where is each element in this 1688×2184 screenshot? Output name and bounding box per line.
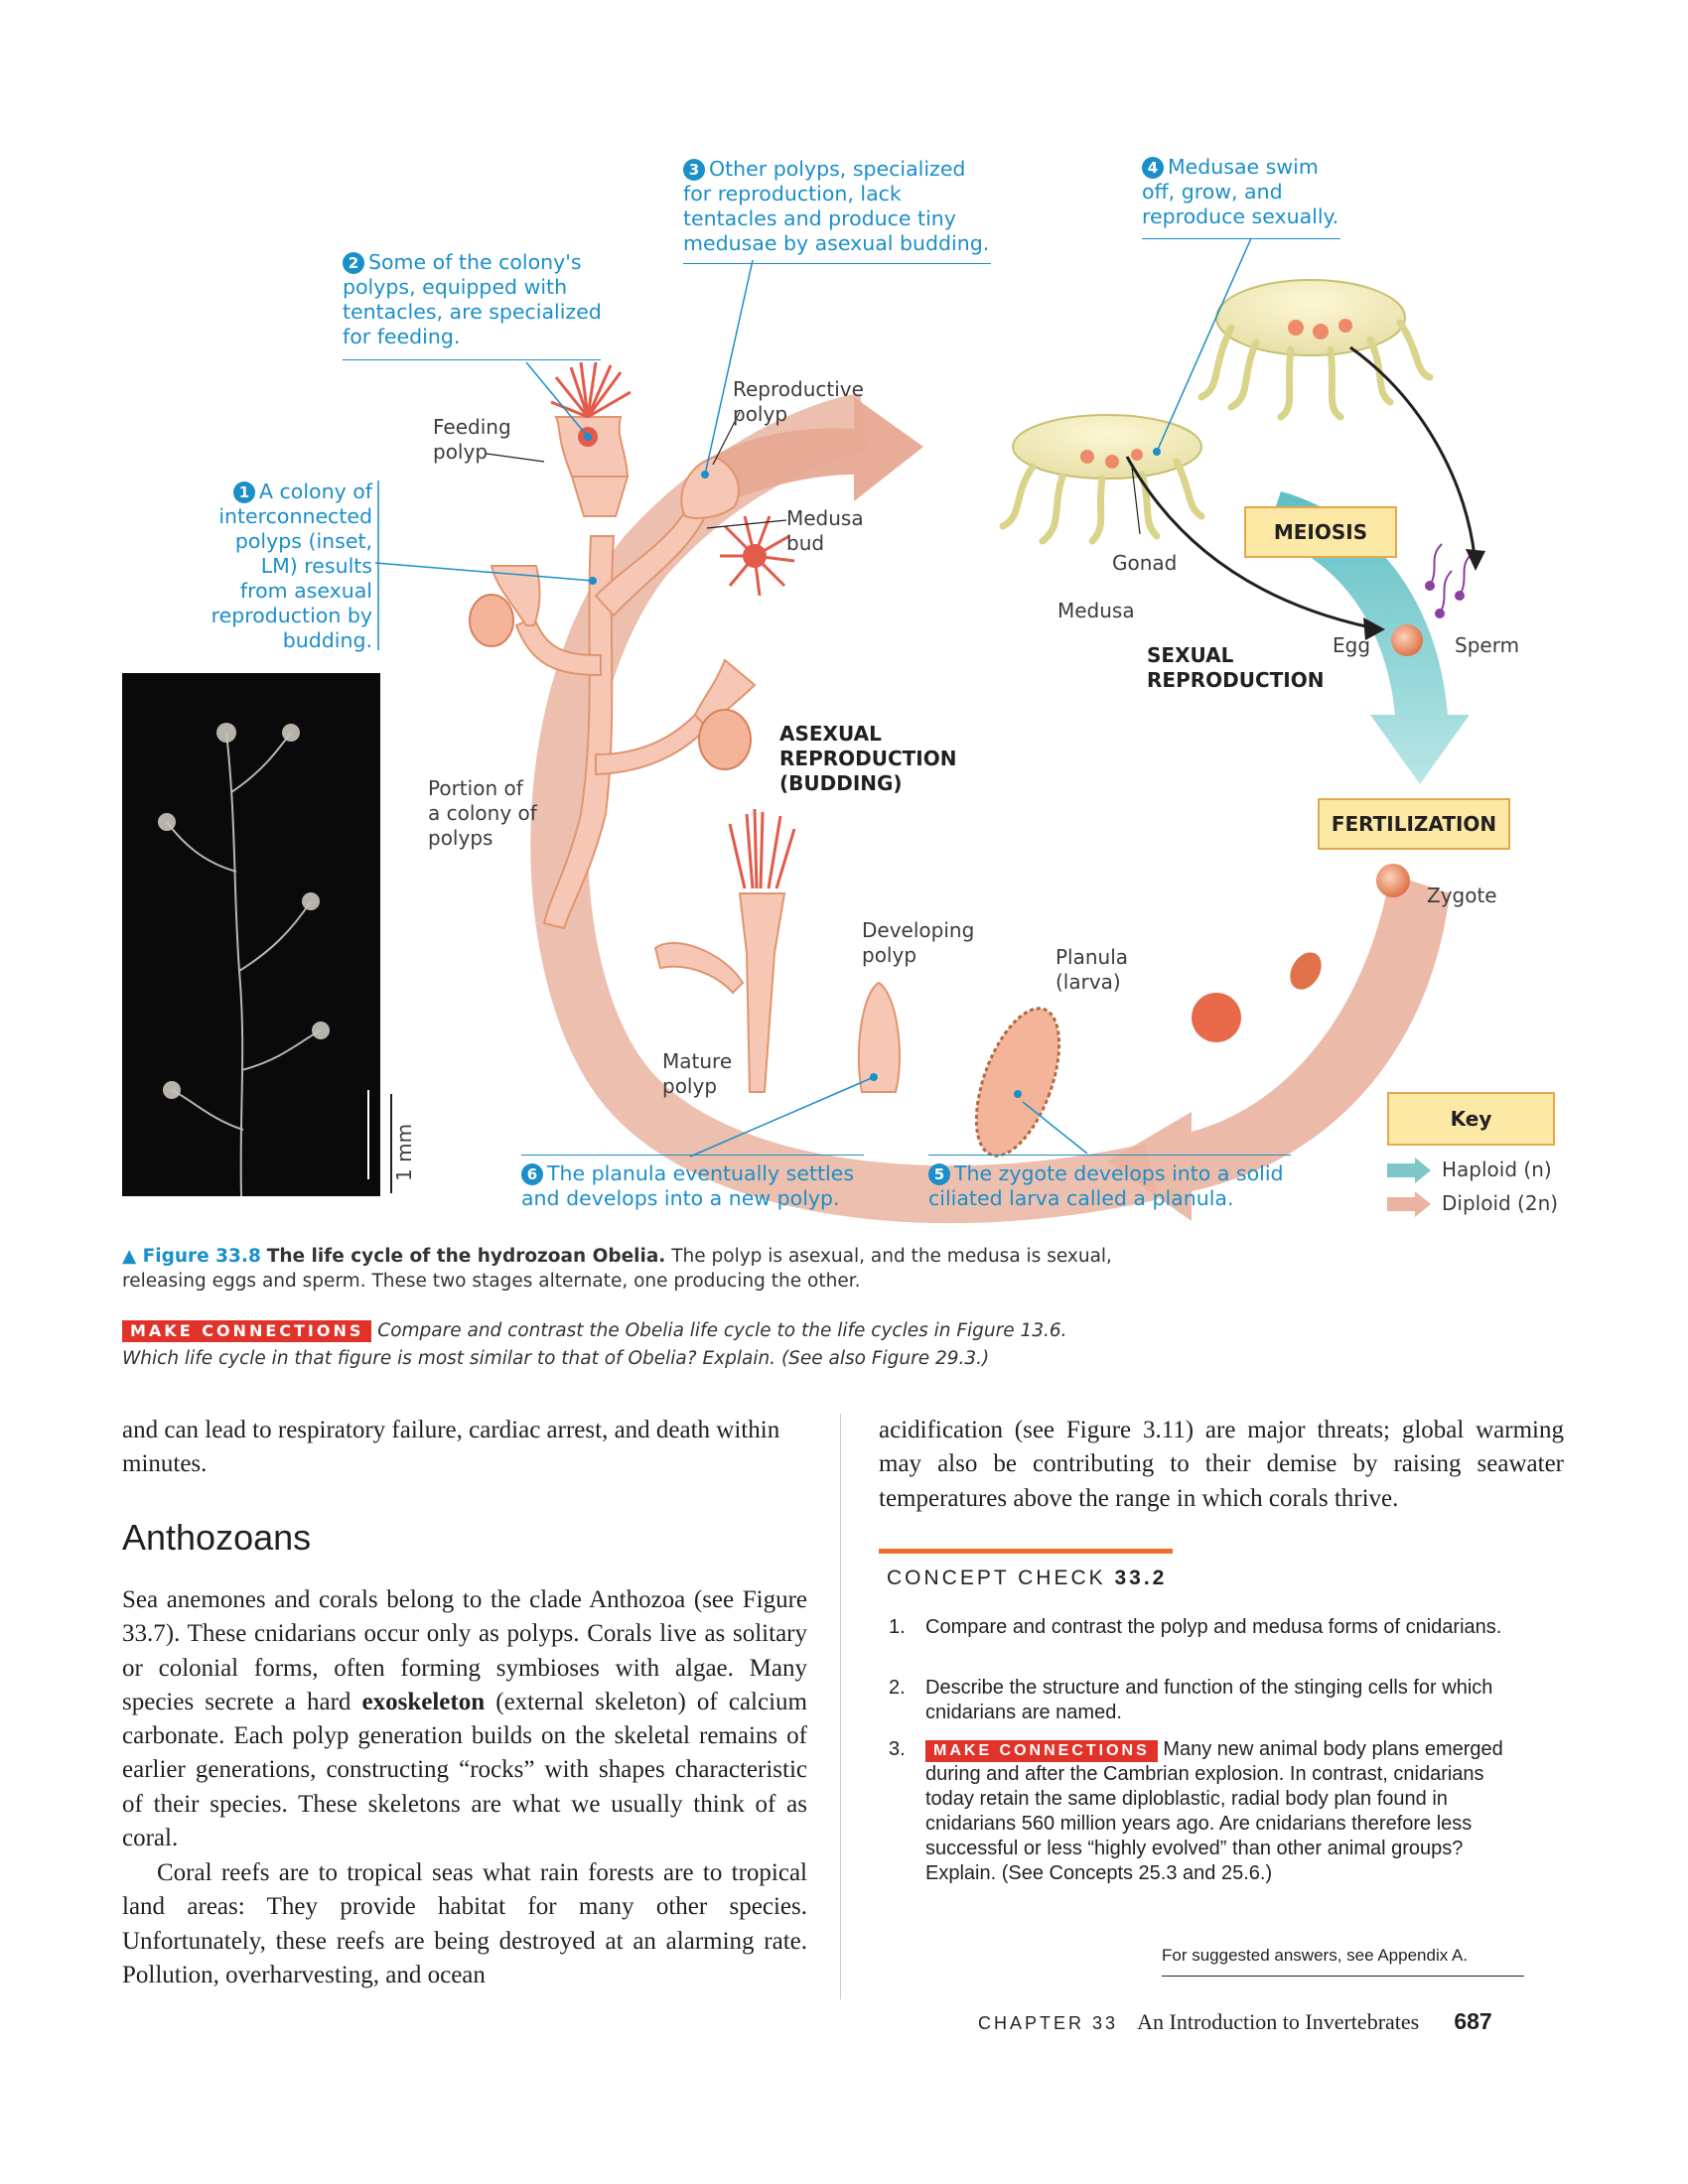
sperm <box>1425 543 1473 618</box>
step-6-text: The planula eventually settles and devel… <box>521 1161 855 1210</box>
step-2-text: Some of the colony's polyps, equipped wi… <box>343 250 602 348</box>
step-2-rule <box>343 359 601 360</box>
concept-check-bar <box>879 1549 1173 1554</box>
concept-check-label: CONCEPT CHECK <box>887 1567 1106 1589</box>
question-1-number: 1. <box>889 1616 906 1638</box>
p1-start: Sea anemones and corals belong to the cl… <box>122 1586 807 1715</box>
make-connections-caption: MAKE CONNECTIONS Compare and contrast th… <box>122 1317 1115 1373</box>
obelia-life-cycle-diagram <box>374 237 1485 1224</box>
medusa-top <box>1215 279 1406 356</box>
figure-caption-text: The polyp is asexual, and the medusa is … <box>122 1246 1112 1292</box>
label-developing-polyp: Developing polyp <box>862 918 975 967</box>
key-box: Key <box>1387 1092 1555 1146</box>
planula-larva <box>974 1007 1061 1158</box>
make-connections-tag: MAKE CONNECTIONS <box>122 1320 372 1342</box>
step-4-rule <box>1142 238 1340 239</box>
answers-rule <box>1162 1976 1524 1977</box>
label-sexual-reproduction: SEXUAL REPRODUCTION <box>1147 643 1325 692</box>
footer-chapter: CHAPTER 33 <box>978 2013 1119 2033</box>
scale-bar-box <box>390 1094 422 1193</box>
label-zygote: Zygote <box>1427 884 1497 907</box>
left-column-top-paragraph: and can lead to respiratory failure, car… <box>122 1417 780 1478</box>
key-diploid: Diploid (2n) <box>1442 1191 1559 1215</box>
step-5-text: The zygote develops into a solid ciliate… <box>928 1161 1284 1210</box>
label-asexual-reproduction: ASEXUAL REPRODUCTION (BUDDING) <box>779 722 957 795</box>
label-portion-colony: Portion of a colony of polyps <box>428 776 537 850</box>
figure-caption: ▲ Figure 33.8 The life cycle of the hydr… <box>122 1244 1115 1294</box>
label-reproductive-polyp: Reproductive polyp <box>733 377 864 426</box>
label-egg: Egg <box>1333 633 1371 657</box>
section-heading: Anthozoans <box>122 1517 312 1558</box>
p1-end: (external skeleton) of calcium carbonate… <box>122 1688 807 1852</box>
figure-title: The life cycle of the hydrozoan Obelia. <box>266 1246 666 1267</box>
step-6-rule <box>521 1155 864 1156</box>
zygote <box>1376 864 1410 897</box>
medusa-middle <box>1012 414 1202 479</box>
egg <box>1391 624 1423 656</box>
concept-check-number: 33.2 <box>1114 1567 1168 1589</box>
figure-number: ▲ Figure 33.8 <box>122 1246 261 1267</box>
diploid-arrow-top <box>695 397 923 516</box>
mature-polyp <box>653 892 786 1093</box>
step-5-number: 5 <box>928 1163 950 1185</box>
question-1: Compare and contrast the polyp and medus… <box>925 1616 1502 1638</box>
question-3: MAKE CONNECTIONS Many new animal body pl… <box>925 1737 1521 1886</box>
p1-bold-term: exoskeleton <box>361 1688 486 1715</box>
developing-polyp <box>857 981 901 1093</box>
label-feeding-polyp: Feeding polyp <box>433 415 511 464</box>
page-number: 687 <box>1454 2008 1492 2034</box>
label-gonad: Gonad <box>1112 551 1178 575</box>
key-haploid: Haploid (n) <box>1442 1158 1552 1181</box>
answers-note: For suggested answers, see Appendix A. <box>1162 1946 1469 1965</box>
diploid-arrow-bottom <box>1107 874 1450 1221</box>
concept-check-title: CONCEPT CHECK 33.2 <box>887 1567 1167 1590</box>
right-column-top-paragraph: acidification (see Figure 3.11) are majo… <box>879 1417 1564 1512</box>
haploid-arrow <box>1266 491 1470 784</box>
fertilization-box: FERTILIZATION <box>1318 798 1510 850</box>
step-1-text: A colony of interconnected polyps (inset… <box>211 479 372 652</box>
step-3-rule <box>683 263 991 264</box>
step-5-rule <box>928 1155 1291 1156</box>
label-sperm: Sperm <box>1455 633 1520 657</box>
polyp-colony <box>490 416 757 930</box>
label-planula: Planula (larva) <box>1055 945 1129 994</box>
step-1-number: 1 <box>233 481 255 503</box>
question-3-text: Many new animal body plans emerged durin… <box>925 1738 1503 1884</box>
step-3-text: Other polyps, specialized for reproducti… <box>683 157 990 255</box>
meiosis-box: MEIOSIS <box>1244 506 1397 558</box>
label-mature-polyp: Mature polyp <box>662 1049 733 1098</box>
left-column-paragraph-1: Sea anemones and corals belong to the cl… <box>122 1583 807 1855</box>
step-6-number: 6 <box>521 1163 543 1185</box>
step-2-number: 2 <box>343 252 364 274</box>
question-2: Describe the structure and function of t… <box>925 1677 1493 1723</box>
scale-bar-label: 1 mm <box>392 1123 416 1181</box>
question-3-tag: MAKE CONNECTIONS <box>925 1740 1158 1762</box>
footer: CHAPTER 33 An Introduction to Invertebra… <box>978 2008 1492 2035</box>
question-2-number: 2. <box>889 1677 906 1699</box>
question-3-number: 3. <box>889 1738 906 1760</box>
column-divider <box>840 1414 841 1999</box>
haploid-key-arrow <box>1387 1158 1431 1183</box>
feeding-tentacles <box>550 361 632 419</box>
step-4-text: Medusae swim off, grow, and reproduce se… <box>1142 155 1339 228</box>
diploid-key-arrow <box>1387 1191 1431 1217</box>
label-medusa: Medusa <box>1057 599 1135 622</box>
label-medusa-bud: Medusa bud <box>786 506 864 555</box>
step-4-number: 4 <box>1142 157 1164 179</box>
step-3-number: 3 <box>683 159 705 181</box>
colony-micrograph <box>122 673 380 1196</box>
footer-title: An Introduction to Invertebrates <box>1137 2009 1420 2034</box>
left-column-paragraph-2: Coral reefs are to tropical seas what ra… <box>122 1859 807 1988</box>
make-connections-text: Compare and contrast the Obelia life cyc… <box>122 1320 1067 1369</box>
